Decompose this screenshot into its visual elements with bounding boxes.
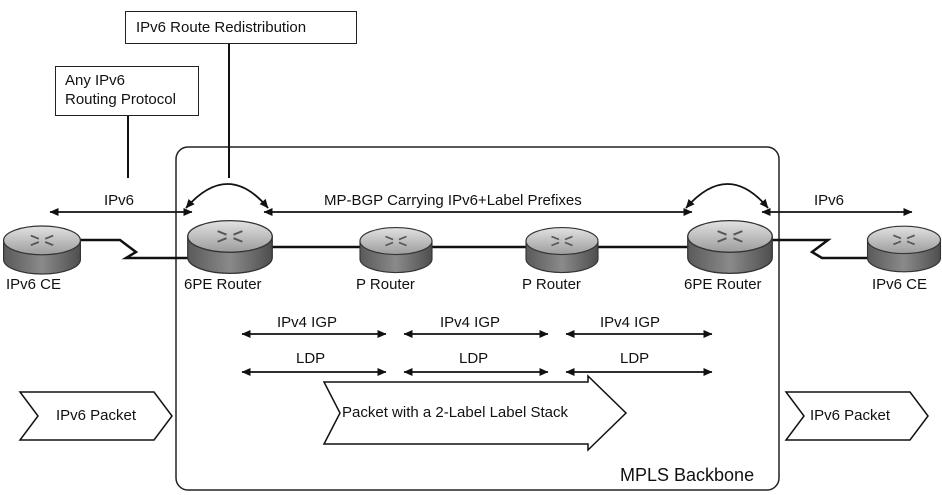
ce-right-label: IPv6 CE <box>872 276 928 293</box>
router-icon-p2 <box>525 226 599 274</box>
link-ce-left-pe <box>80 238 190 260</box>
redistribution-label: IPv6 Route Redistribution <box>136 19 307 36</box>
mpbgp-label: MP-BGP Carrying IPv6+Label Prefixes <box>324 192 582 209</box>
ldp-label-1: LDP <box>296 350 326 367</box>
router-icon-p1 <box>359 226 433 274</box>
mpls-backbone-boundary <box>175 146 780 491</box>
packet-middle-label: Packet with a 2-Label Label Stack <box>342 404 568 421</box>
pe-right-label: 6PE Router <box>684 276 762 293</box>
ce-left-label: IPv6 CE <box>6 276 62 293</box>
router-icon-pe-right <box>686 219 774 275</box>
routing-protocol-line1: Any IPv6 <box>65 72 126 89</box>
right-ipv6-label: IPv6 <box>814 192 845 209</box>
packet-shape-right <box>784 391 929 441</box>
igp-label-2: IPv4 IGP <box>440 314 501 331</box>
ldp-label-2: LDP <box>459 350 489 367</box>
igp-label-1: IPv4 IGP <box>277 314 338 331</box>
routing-protocol-line2: Routing Protocol <box>65 91 176 108</box>
link-pe-ce-right <box>770 238 872 260</box>
left-ipv6-label: IPv6 <box>104 192 135 209</box>
packet-right-label: IPv6 Packet <box>810 407 891 424</box>
redistribution-callout: IPv6 Route Redistribution <box>125 11 357 44</box>
igp-label-3: IPv4 IGP <box>600 314 661 331</box>
pe-left-label: 6PE Router <box>184 276 262 293</box>
p2-label: P Router <box>522 276 581 293</box>
p1-label: P Router <box>356 276 415 293</box>
packet-shape-middle <box>322 374 628 452</box>
mpls-backbone-label: MPLS Backbone <box>620 465 755 485</box>
ldp-label-3: LDP <box>620 350 650 367</box>
router-icon-ce-right <box>866 225 942 273</box>
router-icon-pe-left <box>186 219 274 275</box>
router-icon-ce-left <box>2 225 82 275</box>
packet-left-label: IPv6 Packet <box>56 407 137 424</box>
packet-shape-left <box>18 391 173 441</box>
routing-protocol-callout: Any IPv6 Routing Protocol <box>55 66 199 116</box>
